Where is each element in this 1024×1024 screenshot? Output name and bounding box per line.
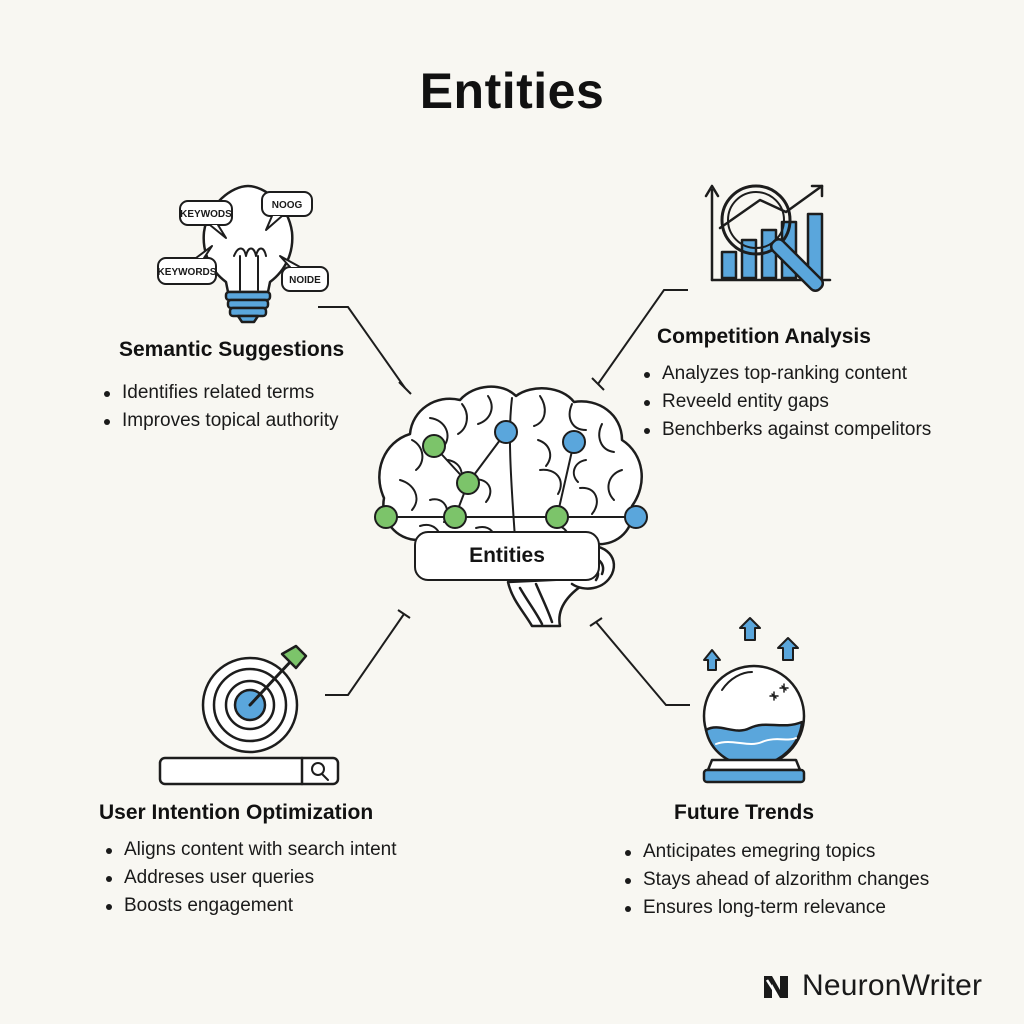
target-search-icon bbox=[158, 644, 340, 786]
connector-trends bbox=[595, 621, 690, 706]
magnifier-chart-icon bbox=[704, 184, 832, 293]
list-item: Analyzes top-ranking content bbox=[642, 360, 931, 388]
page-title: Entities bbox=[419, 63, 605, 119]
list-item: Reveeld entity gaps bbox=[642, 388, 931, 416]
list-item: Boosts engagement bbox=[104, 892, 397, 920]
connector-intention bbox=[325, 613, 405, 696]
semantic-suggestions-list: Identifies related terms Improves topica… bbox=[102, 379, 339, 435]
bubble-text-4: NOIDE bbox=[289, 275, 321, 286]
future-trends-list: Anticipates emegring topics Stays ahead … bbox=[623, 838, 929, 922]
user-intention-title: User Intention Optimization bbox=[99, 801, 374, 824]
list-item: Anticipates emegring topics bbox=[623, 838, 929, 866]
connector-lines bbox=[318, 289, 690, 706]
lightbulb-icon bbox=[157, 184, 329, 324]
crystal-ball-icon bbox=[702, 617, 806, 784]
brand-name: NeuronWriter bbox=[802, 969, 983, 1002]
list-item: Benchberks against compelitors bbox=[642, 416, 931, 444]
center-entities-label: Entities bbox=[414, 531, 600, 581]
future-trends-title: Future Trends bbox=[674, 801, 815, 824]
competition-analysis-list: Analyzes top-ranking content Reveeld ent… bbox=[642, 360, 931, 444]
user-intention-list: Aligns content with search intent Addres… bbox=[104, 836, 397, 920]
list-item: Aligns content with search intent bbox=[104, 836, 397, 864]
list-item: Improves topical authority bbox=[102, 407, 339, 435]
bubble-text-2: NOOG bbox=[272, 200, 303, 211]
neuronwriter-logo-icon bbox=[764, 976, 788, 998]
connector-competition bbox=[597, 289, 688, 385]
semantic-suggestions-title: Semantic Suggestions bbox=[119, 338, 345, 361]
list-item: Identifies related terms bbox=[102, 379, 339, 407]
list-item: Addreses user queries bbox=[104, 864, 397, 892]
brand-logo: NeuronWriter bbox=[758, 966, 982, 1006]
bubble-text-3: KEYWORDS bbox=[158, 267, 217, 278]
bubble-text-1: KEYWODS bbox=[180, 209, 232, 220]
list-item: Ensures long-term relevance bbox=[623, 894, 929, 922]
brain-network-nodes bbox=[374, 420, 648, 529]
list-item: Stays ahead of alzorithm changes bbox=[623, 866, 929, 894]
competition-analysis-title: Competition Analysis bbox=[657, 325, 871, 348]
connector-semantic bbox=[318, 306, 406, 389]
